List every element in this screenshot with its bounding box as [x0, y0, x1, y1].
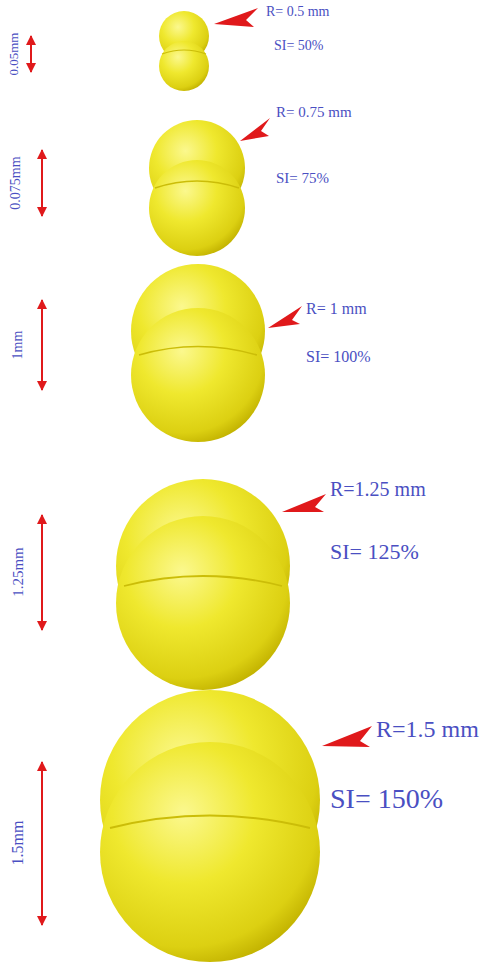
dimension-label: 0.05mm — [7, 33, 21, 76]
radius-label: R= 0.75 mm — [276, 104, 352, 121]
radius-label: R=1.25 mm — [330, 478, 426, 500]
dimension-label: 1mm — [10, 331, 25, 360]
index-label: SI= 50% — [274, 38, 324, 53]
dimension-arrow — [31, 36, 42, 925]
double-sphere — [100, 690, 320, 962]
radius-label: R=1.5 mm — [376, 716, 479, 742]
index-label: SI= 100% — [306, 348, 371, 366]
index-label: SI= 150% — [330, 784, 443, 815]
pointer-arrow — [214, 8, 372, 747]
dimension-label: 0.075mm — [8, 156, 23, 209]
double-sphere — [159, 11, 209, 91]
double-sphere — [116, 479, 290, 690]
dimension-label: 1.5mm — [9, 821, 27, 866]
radius-label: R= 0.5 mm — [266, 4, 330, 19]
index-label: SI= 125% — [330, 540, 419, 564]
double-sphere — [149, 120, 245, 256]
index-label: SI= 75% — [276, 170, 329, 187]
radius-label: R= 1 mm — [306, 300, 367, 318]
dimension-label: 1.25mm — [10, 547, 27, 597]
double-sphere — [131, 264, 265, 442]
